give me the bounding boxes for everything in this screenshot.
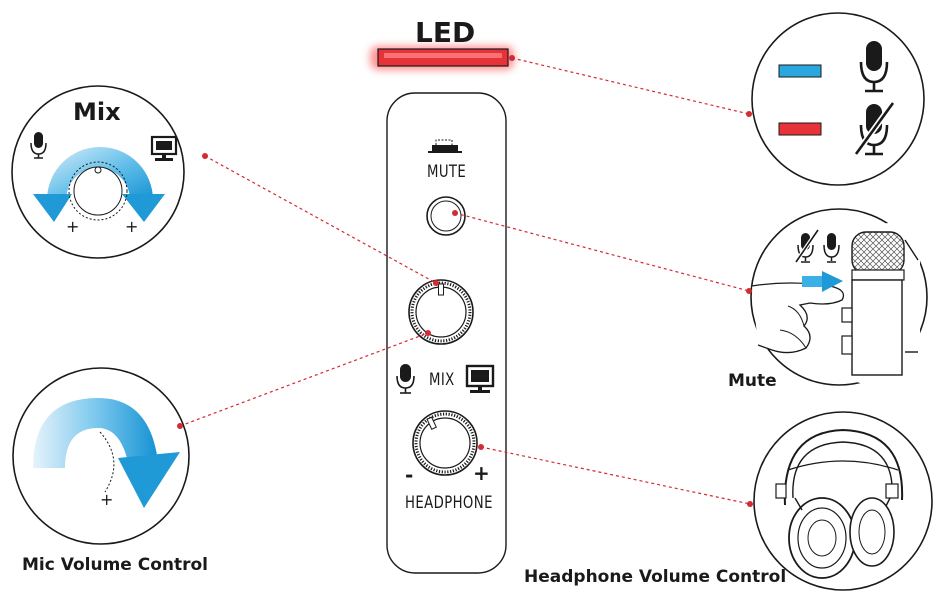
device-mix-label: MIX xyxy=(429,370,455,390)
led-status-callout-circle xyxy=(751,12,925,186)
volume-minus-label: - xyxy=(405,463,414,487)
callout-line-headphone xyxy=(480,446,751,505)
slide-arrow-icon xyxy=(802,271,843,292)
device-mute-label: MUTE xyxy=(427,162,467,182)
microphone-icon xyxy=(859,41,889,93)
headphone-volume-caption: Headphone Volume Control xyxy=(524,567,787,587)
microphone-illustration xyxy=(841,223,920,387)
callout-line-led xyxy=(511,57,750,115)
muted-microphone-icon xyxy=(794,228,820,264)
monitor-icon xyxy=(150,135,178,161)
callout-dots xyxy=(177,55,753,507)
mute-caption: Mute xyxy=(728,371,777,391)
volume-plus-label: + xyxy=(473,461,490,485)
svg-text:+: + xyxy=(125,217,138,236)
mic-volume-callout-circle: + xyxy=(12,367,190,545)
callout-line-mute xyxy=(454,212,750,292)
headphones-illustration xyxy=(775,428,904,579)
microphone-icon xyxy=(396,364,415,394)
svg-text:+: + xyxy=(100,490,113,509)
callout-line-mix xyxy=(204,155,437,284)
mix-title: Mix xyxy=(73,98,121,126)
muted-microphone-icon xyxy=(853,101,896,156)
led-indicator xyxy=(370,46,514,70)
callout-lines xyxy=(179,57,751,505)
mic-volume-caption: Mic Volume Control xyxy=(22,555,209,575)
mute-button[interactable] xyxy=(426,196,466,236)
mute-switch-icon xyxy=(428,139,462,153)
microphone-icon xyxy=(30,132,47,159)
callout-line-mic-volume xyxy=(179,332,429,427)
led-label: LED xyxy=(415,16,476,49)
device-headphone-label: HEADPHONE xyxy=(405,493,493,513)
monitor-icon xyxy=(465,364,495,393)
svg-text:+: + xyxy=(66,217,79,236)
mix-knob[interactable] xyxy=(408,279,474,345)
mix-callout-circle: + + xyxy=(11,85,185,259)
microphone-icon xyxy=(823,233,840,263)
headphone-knob[interactable] xyxy=(412,410,478,476)
